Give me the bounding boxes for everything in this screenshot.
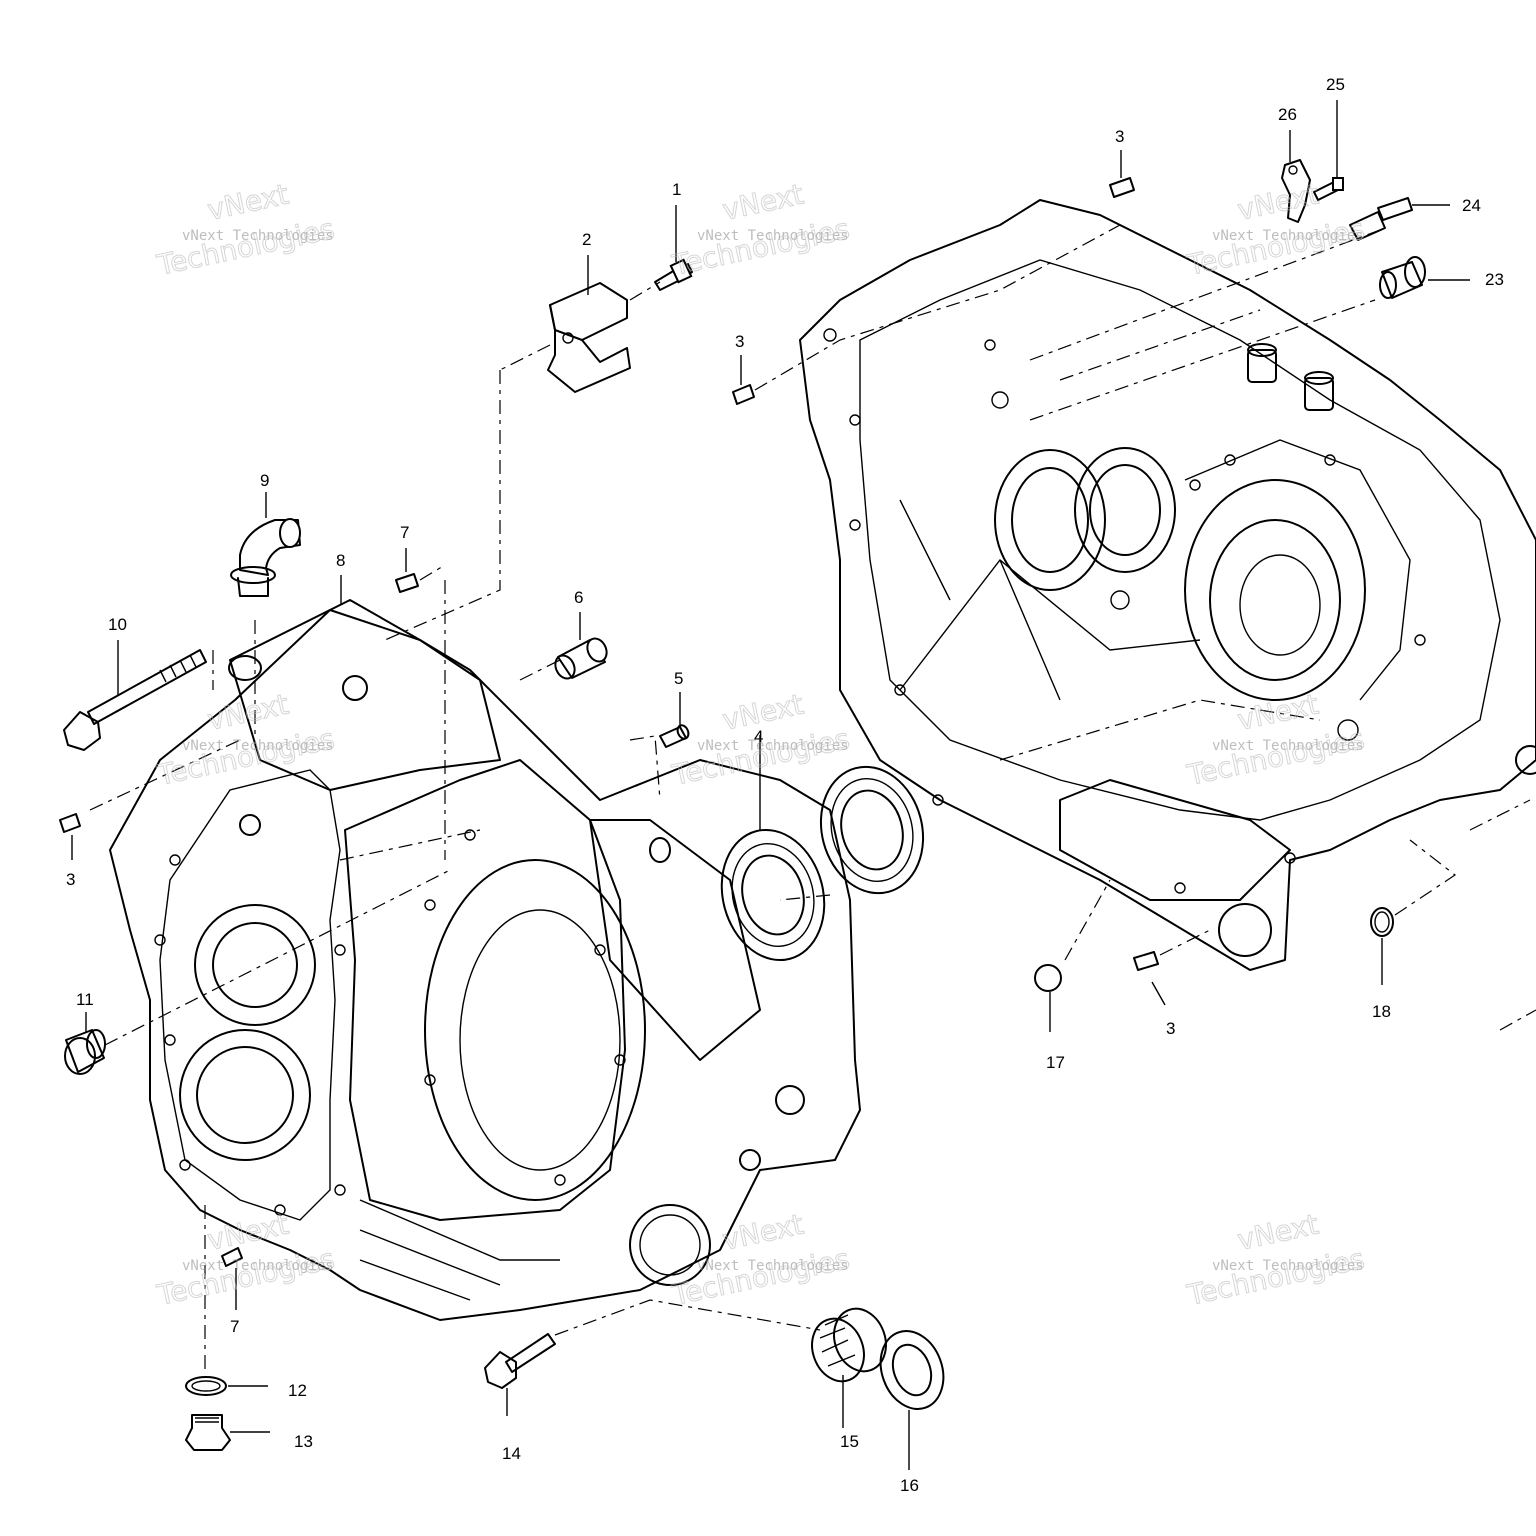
part-11-bushing xyxy=(64,1029,106,1075)
svg-text:vNext Technologies: vNext Technologies xyxy=(697,1258,849,1274)
svg-text:Technologies: Technologies xyxy=(669,212,853,282)
callout-1: 1 xyxy=(672,180,681,199)
callout-8: 8 xyxy=(336,551,345,570)
part-26-plate xyxy=(1281,159,1311,223)
callout-17: 17 xyxy=(1046,1053,1065,1072)
callout-10: 10 xyxy=(108,615,127,634)
svg-text:Technologies: Technologies xyxy=(669,1242,853,1312)
callout-4: 4 xyxy=(754,727,763,746)
callout-11: 11 xyxy=(76,990,94,1009)
callout-24: 24 xyxy=(1462,196,1481,215)
part-15-needle-bearing xyxy=(811,1307,887,1383)
part-14-bolt xyxy=(484,1333,556,1389)
callout-14: 14 xyxy=(502,1444,521,1463)
svg-text:vNext: vNext xyxy=(720,178,807,227)
watermark-tile: vNext vNext Technologies Technologies xyxy=(1183,687,1368,792)
callout-12: 12 xyxy=(288,1381,307,1400)
watermark-tile: vNext vNext Technologies Technologies xyxy=(153,177,338,282)
callout-13: 13 xyxy=(294,1432,313,1451)
part-23-bushing xyxy=(1379,256,1426,299)
assembly-center-lines xyxy=(89,224,1536,1375)
part-18-o-ring xyxy=(1370,907,1394,937)
part-10-long-bolt xyxy=(63,649,207,751)
svg-text:vNext Technologies: vNext Technologies xyxy=(182,738,334,754)
svg-text:vNext: vNext xyxy=(205,178,292,227)
svg-text:Technologies: Technologies xyxy=(1184,722,1368,792)
watermark: vNext vNext Technologies Technologies vN… xyxy=(153,177,1368,1312)
svg-text:vNext Technologies: vNext Technologies xyxy=(697,228,849,244)
callout-7: 7 xyxy=(400,523,409,542)
part-2-bracket xyxy=(547,282,631,393)
callout-7: 7 xyxy=(230,1317,239,1336)
callout-leader-lines xyxy=(71,100,1470,1470)
watermark-tile: vNext vNext Technologies Technologies xyxy=(1183,1207,1368,1312)
right-crankcase-half xyxy=(799,199,1536,971)
svg-text:vNext: vNext xyxy=(205,1208,292,1257)
callout-3: 3 xyxy=(735,332,744,351)
part-1-bolt xyxy=(654,258,693,291)
callout-26: 26 xyxy=(1278,105,1297,124)
svg-text:Technologies: Technologies xyxy=(154,212,338,282)
part-4-bearing-pair xyxy=(720,765,925,962)
callout-16: 16 xyxy=(900,1476,919,1495)
part-17-plug xyxy=(1034,964,1062,992)
svg-text:vNext Technologies: vNext Technologies xyxy=(1212,1258,1364,1274)
svg-text:Technologies: Technologies xyxy=(154,1242,338,1312)
dowel-pins xyxy=(59,177,1159,1267)
callout-9: 9 xyxy=(260,471,269,490)
svg-text:vNext: vNext xyxy=(720,1208,807,1257)
callout-5: 5 xyxy=(674,669,683,688)
svg-text:vNext: vNext xyxy=(1235,1208,1322,1257)
callout-labels: 1 2 3 3 3 3 4 5 6 7 7 8 9 10 11 12 13 14… xyxy=(66,75,1504,1495)
watermark-tile: vNext vNext Technologies Technologies xyxy=(153,1207,338,1312)
svg-text:Technologies: Technologies xyxy=(1184,212,1368,282)
svg-text:vNext: vNext xyxy=(205,688,292,737)
part-9-elbow-fitting xyxy=(230,518,301,597)
svg-text:vNext Technologies: vNext Technologies xyxy=(697,738,849,754)
callout-3: 3 xyxy=(66,870,75,889)
watermark-tile: vNext vNext Technologies Technologies xyxy=(668,1207,853,1312)
svg-text:vNext Technologies: vNext Technologies xyxy=(1212,228,1364,244)
svg-text:vNext: vNext xyxy=(1235,178,1322,227)
callout-3: 3 xyxy=(1166,1019,1175,1038)
part-25-screw xyxy=(1313,177,1344,201)
svg-text:vNext Technologies: vNext Technologies xyxy=(182,1258,334,1274)
part-5-dowel xyxy=(659,724,690,748)
svg-text:vNext Technologies: vNext Technologies xyxy=(182,228,334,244)
callout-15: 15 xyxy=(840,1432,859,1451)
callout-6: 6 xyxy=(574,588,583,607)
watermark-tile: vNext vNext Technologies Technologies xyxy=(1183,177,1368,282)
part-16-oil-seal xyxy=(879,1330,945,1410)
watermark-tile: vNext vNext Technologies Technologies xyxy=(668,177,853,282)
callout-2: 2 xyxy=(582,230,591,249)
part-12-washer xyxy=(185,1376,227,1396)
svg-text:Technologies: Technologies xyxy=(1184,1242,1368,1312)
svg-text:vNext Technologies: vNext Technologies xyxy=(1212,738,1364,754)
watermark-tile: vNext vNext Technologies Technologies xyxy=(153,687,338,792)
callout-23: 23 xyxy=(1485,270,1504,289)
callout-3: 3 xyxy=(1115,127,1124,146)
right-case-bolt-holes xyxy=(823,328,1426,894)
part-24-bolt xyxy=(1349,197,1413,241)
left-crankcase-half xyxy=(109,599,861,1321)
part-6-bushing xyxy=(554,637,608,680)
part-13-drain-plug xyxy=(185,1414,231,1451)
callout-25: 25 xyxy=(1326,75,1345,94)
callout-18: 18 xyxy=(1372,1002,1391,1021)
left-case-bolt-holes xyxy=(154,829,626,1216)
